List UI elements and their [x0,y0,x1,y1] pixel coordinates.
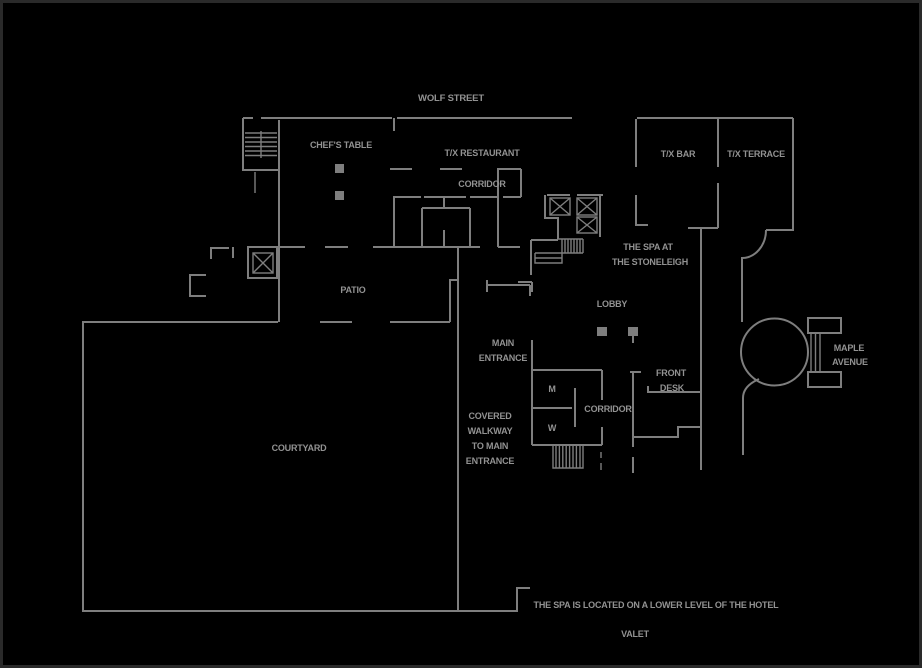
walkway-label-1: COVERED [468,411,512,421]
room-label-tx-bar: T/X BAR [661,149,696,159]
walls-bar-terrace [635,119,719,470]
room-label-courtyard: COURTYARD [272,443,328,453]
spa-note-label: THE SPA IS LOCATED ON A LOWER LEVEL OF T… [534,600,780,610]
elevator-icon [576,216,598,234]
room-label-restroom-women: W [548,423,557,433]
labels: WOLF STREET CHEF'S TABLE T/X RESTAURANT … [272,93,869,639]
room-label-front-desk-2: DESK [660,383,685,393]
walkway-label-2: WALKWAY [468,426,513,436]
room-label-spa-line1: THE SPA AT [623,242,673,252]
elevator-icon [247,246,278,279]
walls-patio-west [189,247,234,297]
elevator-icon [549,197,571,216]
room-label-front-desk-1: FRONT [656,368,687,378]
walls-north-wolf-street [243,117,793,131]
room-label-main-entrance-2: ENTRANCE [479,353,528,363]
walls-chefs-table-west [242,118,280,322]
street-label-valet: VALET [621,629,650,639]
elevator-icon [576,197,598,216]
room-label-lobby: LOBBY [597,299,628,309]
street-label-maple-2: AVENUE [832,357,868,367]
walls-spa-core [518,194,603,292]
street-label-wolf: WOLF STREET [418,93,484,104]
walkway-label-3: TO MAIN [472,441,508,451]
room-label-spa-line2: THE STONELEIGH [612,257,688,267]
room-label-tx-terrace: T/X TERRACE [727,149,785,159]
staircase-icon [552,445,584,469]
street-label-maple-1: MAPLE [834,343,865,353]
room-label-restroom-men: M [548,384,555,394]
room-label-main-entrance-1: MAIN [492,338,514,348]
room-label-corridor-lower: CORRIDOR [584,404,632,414]
room-label-tx-restaurant: T/X RESTAURANT [444,148,520,158]
walls-front-desk [630,330,701,473]
column-icon [597,327,638,336]
walls-east-outline [740,118,809,455]
room-label-corridor-upper: CORRIDOR [458,179,506,189]
room-label-chefs-table: CHEF'S TABLE [310,140,372,150]
staircase-icon [245,131,277,193]
walkway-label-4: ENTRANCE [466,456,515,466]
room-label-patio: PATIO [340,285,365,295]
walls-main-entrance [486,280,533,445]
walls-restrooms [532,369,603,470]
walls-courtyard [82,248,530,612]
walls-upper-corridor [390,168,522,247]
circular-drive-icon [740,317,809,387]
staircase-icon [534,238,584,264]
maple-avenue-steps [807,317,842,388]
column-icon [335,164,344,200]
